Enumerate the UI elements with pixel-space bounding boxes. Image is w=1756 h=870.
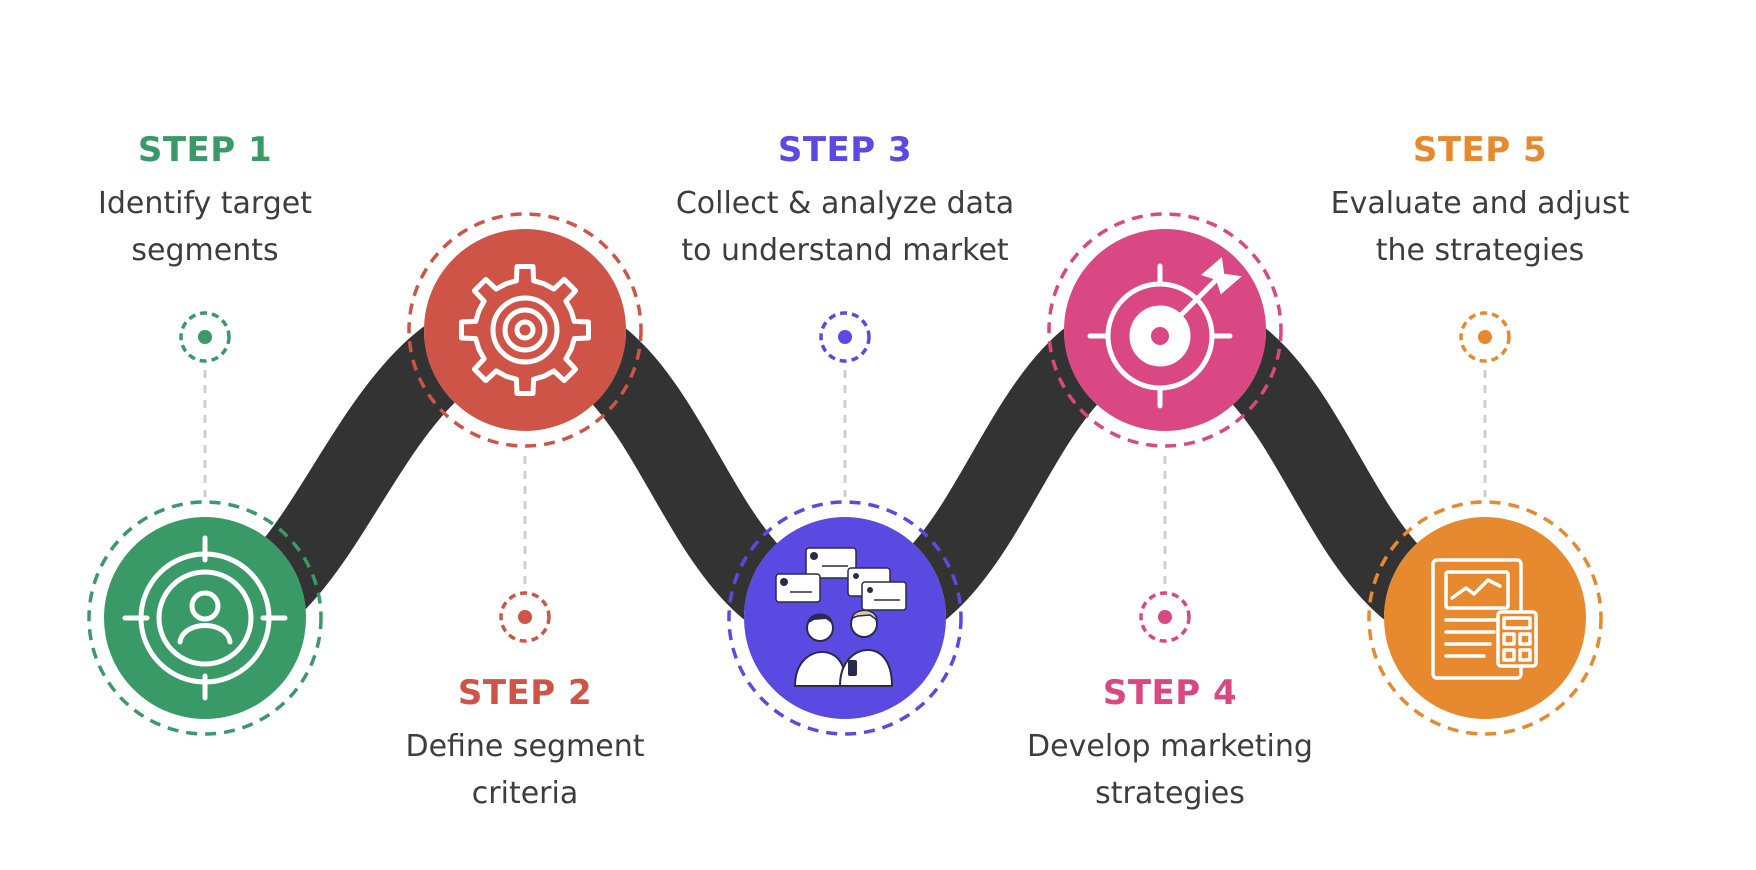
step-2-title: STEP 2: [457, 673, 593, 713]
step-4-marker-dot: [1158, 610, 1172, 624]
step-3-desc-line-1: Collect & analyze data: [675, 186, 1015, 221]
step-3-marker-dot: [838, 330, 852, 344]
step-1-outer-ring: [87, 500, 323, 736]
step-2-desc-line-2: criteria: [471, 776, 579, 811]
step-5-node: [1367, 500, 1603, 736]
step-1-label: STEP 1 Identify target segments: [60, 130, 350, 274]
step-1-node: [87, 500, 323, 736]
step-5-circle: [1384, 517, 1586, 719]
step-3-label: STEP 3 Collect & analyze data to underst…: [640, 130, 1050, 274]
step-4-desc-line-1: Develop marketing: [1027, 729, 1313, 764]
gear-target-icon: [459, 264, 591, 396]
step-3-marker-ring: [819, 311, 871, 363]
step-1-title: STEP 1: [137, 130, 273, 170]
step-4-connector: [1139, 456, 1191, 643]
step-3-description: Collect & analyze data to understand mar…: [640, 180, 1050, 274]
step-4-label: STEP 4 Develop marketing strategies: [990, 673, 1350, 817]
step-1-connector: [179, 311, 231, 497]
step-5-desc-line-1: Evaluate and adjust: [1330, 186, 1630, 221]
step-2-marker-ring: [499, 591, 551, 643]
step-3-desc-line-2: to understand market: [681, 233, 1009, 268]
step-4-marker-ring: [1139, 591, 1191, 643]
step-5-label: STEP 5 Evaluate and adjust the strategie…: [1290, 130, 1670, 274]
step-5-marker-dot: [1478, 330, 1492, 344]
step-2-marker-dot: [518, 610, 532, 624]
step-3-connector: [819, 311, 871, 497]
step-4-desc-line-2: strategies: [1095, 776, 1245, 811]
step-3-title: STEP 3: [777, 130, 913, 170]
step-4-node: [1047, 212, 1283, 448]
step-5-title: STEP 5: [1412, 130, 1548, 170]
report-calculator-icon: [1431, 558, 1538, 680]
target-user-icon: [122, 535, 288, 701]
step-2-connector: [499, 456, 551, 643]
step-2-description: Define segment criteria: [365, 723, 685, 817]
step-4-outer-ring: [1047, 212, 1283, 448]
people-chat-icon: [775, 547, 907, 687]
step-5-desc-line-2: the strategies: [1375, 233, 1585, 268]
step-2-label: STEP 2 Define segment criteria: [365, 673, 685, 817]
step-4-title: STEP 4: [1102, 673, 1238, 713]
step-1-marker-ring: [179, 311, 231, 363]
step-1-description: Identify target segments: [60, 180, 350, 274]
step-2-node: [407, 212, 643, 448]
step-5-connector: [1459, 311, 1511, 497]
step-5-outer-ring: [1367, 500, 1603, 736]
step-4-description: Develop marketing strategies: [990, 723, 1350, 817]
step-1-desc-line-2: segments: [131, 233, 279, 268]
step-3-node: [727, 500, 963, 736]
step-3-outer-ring: [727, 500, 963, 736]
step-5-description: Evaluate and adjust the strategies: [1290, 180, 1670, 274]
step-3-circle: [744, 517, 946, 719]
step-1-desc-line-1: Identify target: [98, 186, 312, 221]
step-2-outer-ring: [407, 212, 643, 448]
step-2-desc-line-1: Define segment: [405, 729, 645, 764]
step-1-marker-dot: [198, 330, 212, 344]
step-5-marker-ring: [1459, 311, 1511, 363]
step-2-circle: [424, 229, 626, 431]
bullseye-arrow-icon: [1087, 257, 1242, 409]
